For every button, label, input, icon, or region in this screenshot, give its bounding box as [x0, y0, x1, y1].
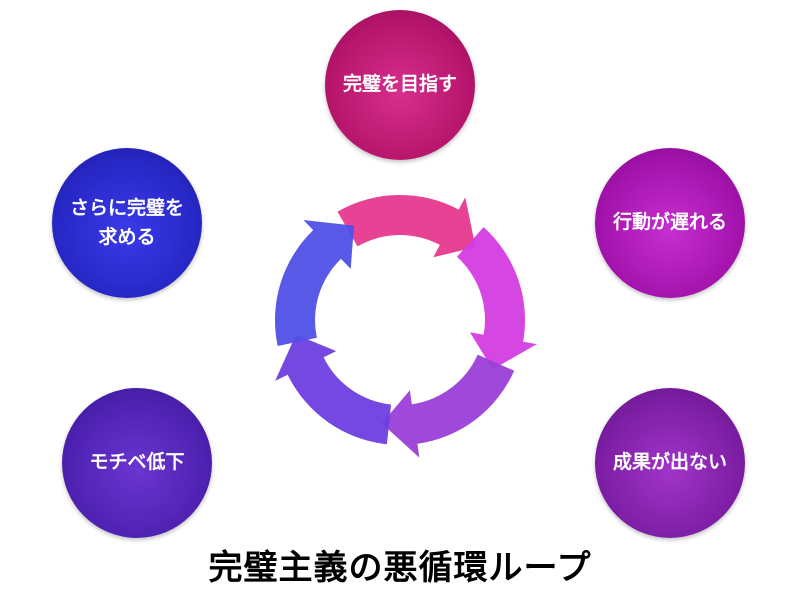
cycle-arrow-5	[274, 220, 354, 346]
cycle-arrow-2	[456, 227, 537, 370]
node-label: さらに完璧を 求める	[69, 196, 184, 248]
diagram-title: 完璧主義の悪循環ループ	[208, 548, 592, 588]
node-seek-more-perfection: さらに完璧を 求める	[52, 148, 202, 298]
node-label: 成果が出ない	[612, 451, 727, 474]
node-perfection-goal: 完璧を目指す	[325, 10, 475, 160]
node-motivation-drop: モチベ低下	[62, 388, 212, 538]
cycle-arrow-4	[275, 334, 392, 445]
cycle-arrow-1	[337, 194, 476, 258]
cycle-arrow-3	[381, 354, 515, 458]
node-no-results: 成果が出ない	[595, 388, 745, 538]
cycle-arrows	[274, 194, 537, 458]
node-label: 完璧を目指す	[342, 73, 457, 96]
node-label: 行動が遅れる	[612, 211, 727, 234]
node-label: モチベ低下	[89, 451, 185, 474]
node-action-delay: 行動が遅れる	[595, 148, 745, 298]
